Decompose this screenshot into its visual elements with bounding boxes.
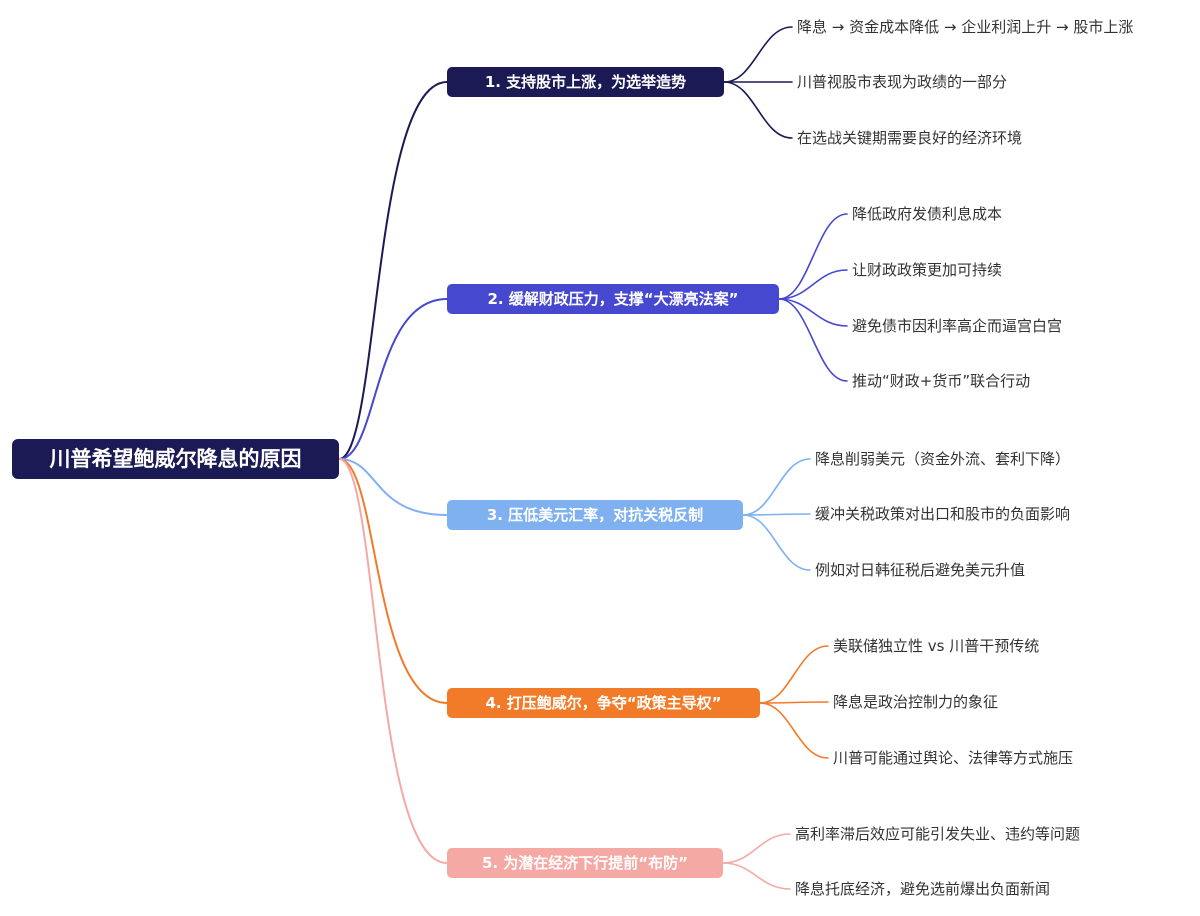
branch-leaf-connector <box>778 269 848 300</box>
branch-node-2[interactable]: 2. 缓解财政压力，支撑“大漂亮法案” <box>447 284 779 314</box>
branch-leaf-connector <box>723 81 793 139</box>
leaf-node[interactable]: 降息是政治控制力的象征 <box>833 693 999 711</box>
branch-leaf-connector <box>742 514 811 571</box>
branch-leaf-connector <box>778 213 848 300</box>
branch-leaf-connector <box>759 701 829 704</box>
leaf-node[interactable]: 在选战关键期需要良好的经济环境 <box>797 129 1023 147</box>
branch-leaf-connector <box>723 26 793 83</box>
leaf-node[interactable]: 高利率滞后效应可能引发失业、违约等问题 <box>795 825 1081 843</box>
root-branch-connector <box>338 81 448 460</box>
leaf-node[interactable]: 让财政政策更加可持续 <box>852 261 1003 279</box>
branch-node-4[interactable]: 4. 打压鲍威尔，争夺“政策主导权” <box>447 688 760 718</box>
branch-leaf-connector <box>742 458 811 516</box>
branch-node-5[interactable]: 5. 为潜在经济下行提前“布防” <box>447 848 723 878</box>
branch-leaf-connector <box>722 862 791 890</box>
branch-leaf-connector <box>778 298 848 382</box>
leaf-node[interactable]: 降息削弱美元（资金外流、套利下降） <box>815 450 1071 468</box>
root-branch-connector <box>338 298 448 460</box>
root-branch-connector <box>338 458 448 864</box>
leaf-node[interactable]: 例如对日韩征税后避免美元升值 <box>815 561 1026 579</box>
branch-leaf-connector <box>778 298 848 327</box>
branch-leaf-connector <box>759 645 829 704</box>
leaf-node[interactable]: 美联储独立性 vs 川普干预传统 <box>833 637 1040 655</box>
leaf-node[interactable]: 降息托底经济，避免选前爆出负面新闻 <box>795 880 1051 898</box>
branch-leaf-connector <box>742 513 811 516</box>
branch-node-1[interactable]: 1. 支持股市上涨，为选举造势 <box>447 67 724 97</box>
leaf-node[interactable]: 推动“财政+货币”联合行动 <box>852 372 1031 390</box>
leaf-node[interactable]: 避免债市因利率高企而逼宫白宫 <box>852 317 1063 335</box>
branch-leaf-connector <box>722 833 791 864</box>
root-node[interactable]: 川普希望鲍威尔降息的原因 <box>12 439 339 479</box>
leaf-node[interactable]: 降息 → 资金成本降低 → 企业利润上升 → 股市上涨 <box>797 18 1134 36</box>
leaf-node[interactable]: 缓冲关税政策对出口和股市的负面影响 <box>815 505 1071 523</box>
leaf-node[interactable]: 降低政府发债利息成本 <box>852 205 1003 223</box>
root-branch-connector <box>338 458 448 704</box>
leaf-node[interactable]: 川普视股市表现为政绩的一部分 <box>797 73 1008 91</box>
branch-node-3[interactable]: 3. 压低美元汇率，对抗关税反制 <box>447 500 743 530</box>
root-branch-connector <box>338 458 448 516</box>
branch-leaf-connector <box>759 702 829 759</box>
leaf-node[interactable]: 川普可能通过舆论、法律等方式施压 <box>833 749 1074 767</box>
